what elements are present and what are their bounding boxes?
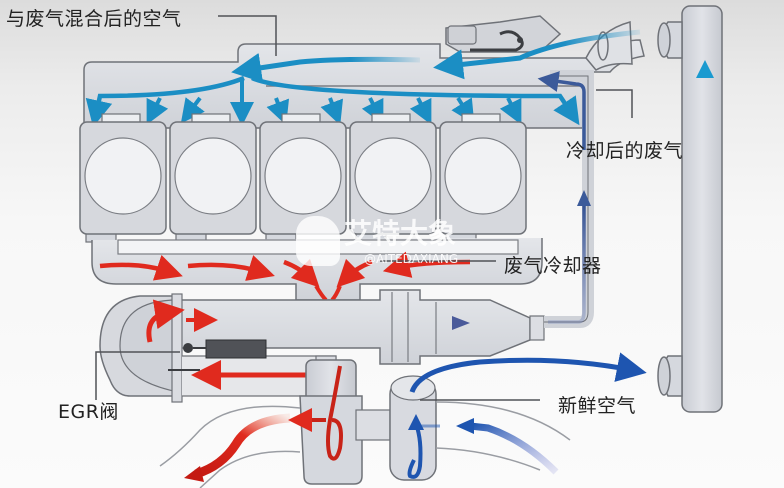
label-mixed-air: 与废气混合后的空气 bbox=[6, 8, 182, 30]
watermark-handle: @AITEDAXIANG bbox=[364, 252, 459, 266]
fresh-air-flow bbox=[469, 422, 559, 475]
piston bbox=[174, 137, 252, 215]
label-fresh-air: 新鲜空气 bbox=[558, 395, 637, 417]
piston bbox=[444, 137, 522, 215]
arrow-left-icon bbox=[456, 418, 474, 434]
exhaust-manifold bbox=[91, 238, 543, 302]
turbocharger bbox=[159, 352, 647, 488]
arrow-right-icon bbox=[452, 316, 470, 330]
cylinder bbox=[259, 113, 347, 243]
piston bbox=[354, 137, 432, 215]
watermark-logo-icon bbox=[296, 216, 340, 266]
exhaust-out-flow bbox=[194, 413, 291, 479]
intake-manifold bbox=[83, 15, 645, 129]
exhaust-flow bbox=[99, 254, 183, 281]
cylinder bbox=[439, 113, 527, 243]
arrow-up-icon bbox=[696, 60, 714, 78]
egr-cooler bbox=[179, 70, 594, 365]
arrow-left-icon bbox=[184, 466, 204, 482]
watermark-brand: 艾特大象 bbox=[344, 217, 457, 250]
arrow-up-icon bbox=[577, 190, 591, 206]
intercooler bbox=[657, 5, 723, 413]
cylinder bbox=[169, 113, 257, 243]
egr-actuator bbox=[205, 339, 267, 359]
label-egr-cooler: 废气冷却器 bbox=[504, 255, 602, 277]
cylinder-bank bbox=[79, 113, 527, 243]
piston bbox=[264, 137, 342, 215]
piston bbox=[84, 137, 162, 215]
label-egr-valve: EGR阀 bbox=[58, 401, 119, 423]
cylinder bbox=[349, 113, 437, 243]
cylinder bbox=[79, 113, 167, 243]
compressed-air-flow bbox=[409, 352, 647, 393]
intake-air-flow bbox=[433, 29, 641, 80]
label-cooled-exhaust: 冷却后的废气 bbox=[566, 140, 684, 162]
leader-lines bbox=[95, 15, 633, 401]
